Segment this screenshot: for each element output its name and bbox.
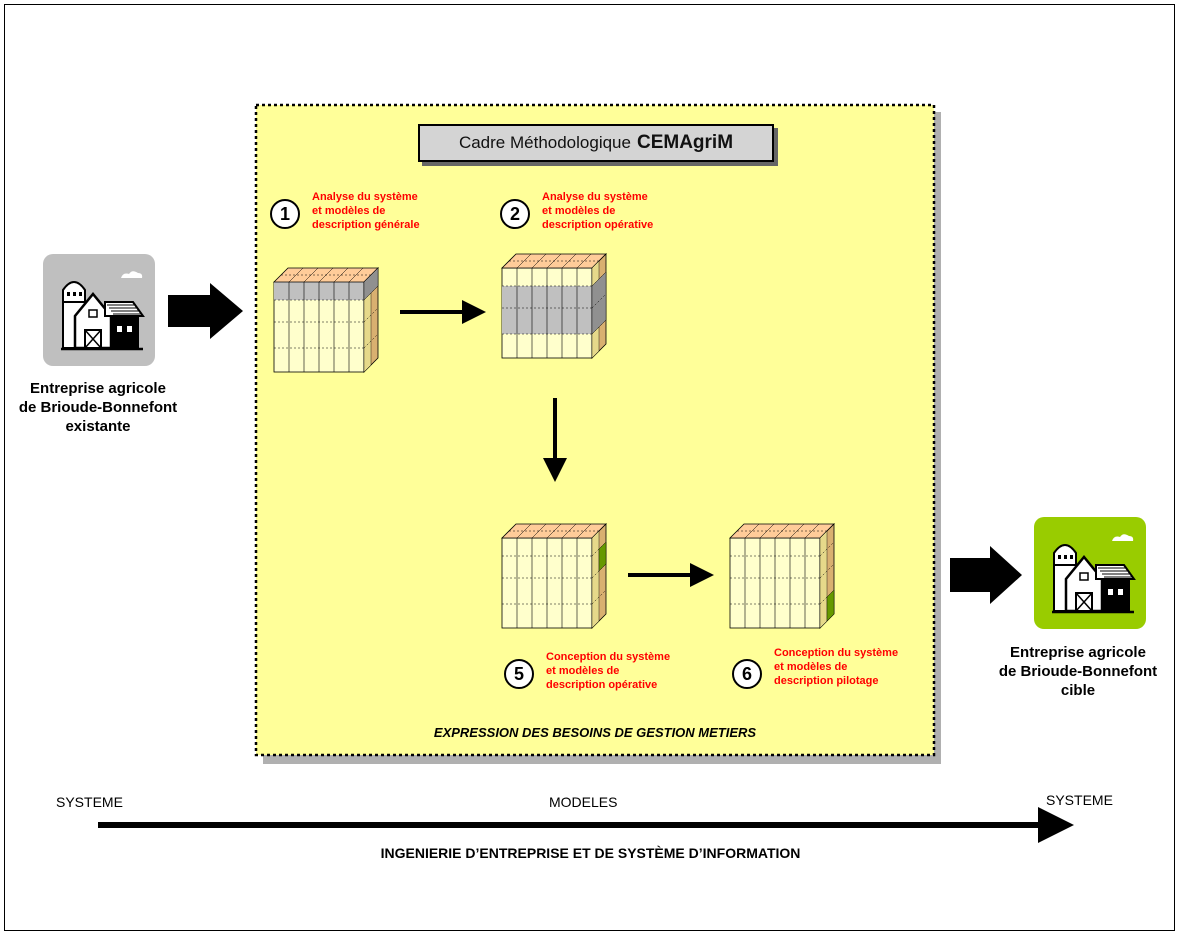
existing-farm-icon [43,254,155,366]
output-block-arrow [950,546,1022,604]
framework-footer: EXPRESSION DES BESOINS DE GESTION METIER… [433,725,757,740]
input-block-arrow [168,283,243,339]
step-label-6: Conception du système et modèles de desc… [774,647,899,687]
step-label-5: Conception du système et modèles de desc… [546,651,671,691]
axis-caption: INGENIERIE D’ENTREPRISE ET DE SYSTÈME D’… [380,845,801,861]
step-badge-6: 6 [732,659,762,689]
step-label-1: Analyse du système et modèles de descrip… [312,191,420,231]
cube-step-5 [501,523,607,629]
cube-step-2 [501,253,607,359]
step-badge-2: 2 [500,199,530,229]
framework-title-name: CEMAgriM [636,132,734,153]
cube-step-6 [729,523,835,629]
cube-step-1 [273,267,379,373]
existing-farm-label: Entreprise agricole de Brioude-Bonnefont… [18,380,178,435]
framework-title-prefix: Cadre Méthodologique [458,133,631,152]
step-label-2: Analyse du système et modèles de descrip… [542,191,654,231]
diagram-frame [4,4,1175,931]
axis-right-label: SYSTEME [1046,792,1113,808]
target-farm-icon [1034,517,1146,629]
framework-box [254,103,936,757]
step-badge-1: 1 [270,199,300,229]
axis-left-label: SYSTEME [56,794,123,810]
framework-title: Cadre Méthodologique CEMAgriM [418,124,774,162]
axis-middle-label: MODELES [549,794,618,810]
target-farm-label: Entreprise agricole de Brioude-Bonnefont… [998,644,1158,699]
step-badge-5: 5 [504,659,534,689]
